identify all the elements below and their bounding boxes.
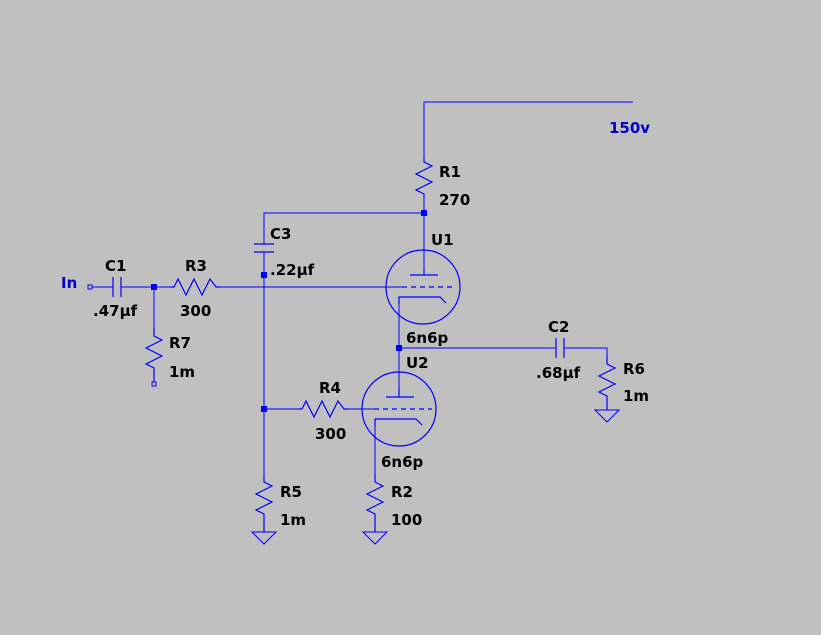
u1-value-label: 6n6p [406,329,449,347]
input-pin[interactable] [87,284,93,290]
r3-value-label: 300 [180,302,211,320]
r2-ref-label: R2 [391,483,413,501]
triode-u1[interactable] [385,249,461,325]
resistor-r4[interactable] [298,399,348,419]
c2-ref-label: C2 [548,318,569,336]
ground-symbol [250,531,278,545]
c2-value-label: .68μf [536,364,581,382]
triode-u2[interactable] [361,371,437,447]
c3-top-wire [263,212,424,244]
input-net-label: In [61,274,77,292]
c3-value-label: .22μf [270,261,315,279]
junction-dot [421,210,427,216]
r7-ref-label: R7 [169,334,191,352]
r4-ref-label: R4 [319,379,341,397]
resistor-r7[interactable] [144,328,164,382]
u1-cathode [398,296,447,304]
u2-cathode [374,418,423,426]
junction-dot [261,272,267,278]
r1-value-label: 270 [439,191,470,209]
r1-ref-label: R1 [439,163,461,181]
r7-value-label: 1m [169,363,195,381]
resistor-r6[interactable] [597,356,617,410]
resistor-r3[interactable] [170,277,220,297]
capacitor-c2[interactable] [555,338,565,358]
capacitor-c3[interactable] [254,243,274,253]
r4-value-label: 300 [315,425,346,443]
capacitor-c1[interactable] [112,277,122,297]
resistor-r5[interactable] [254,474,274,532]
junctions [87,210,427,412]
supply-rail-wire [423,101,633,158]
c1-value-label: .47μf [93,302,138,320]
wires [92,101,633,474]
r5-ref-label: R5 [280,483,302,501]
r3-ref-label: R3 [185,257,207,275]
r2-value-label: 100 [391,511,422,529]
junction-dot [151,284,157,290]
r6-ref-label: R6 [623,360,645,378]
ground-symbol [361,531,389,545]
u1-ref-label: U1 [431,231,454,249]
c1-ref-label: C1 [105,257,126,275]
ground-symbol [593,409,621,423]
junction-dot [261,406,267,412]
resistor-r2[interactable] [365,474,385,532]
r5-value-label: 1m [280,511,306,529]
u2-ref-label: U2 [406,354,429,372]
supply-net-label: 150v [609,119,650,137]
resistor-r1[interactable] [414,158,434,198]
c2-to-r6-wire [564,347,608,356]
junction-dot [396,345,402,351]
u2-value-label: 6n6p [381,453,424,471]
r7-open-pin[interactable] [151,381,157,387]
c3-ref-label: C3 [270,225,291,243]
r6-value-label: 1m [623,387,649,405]
